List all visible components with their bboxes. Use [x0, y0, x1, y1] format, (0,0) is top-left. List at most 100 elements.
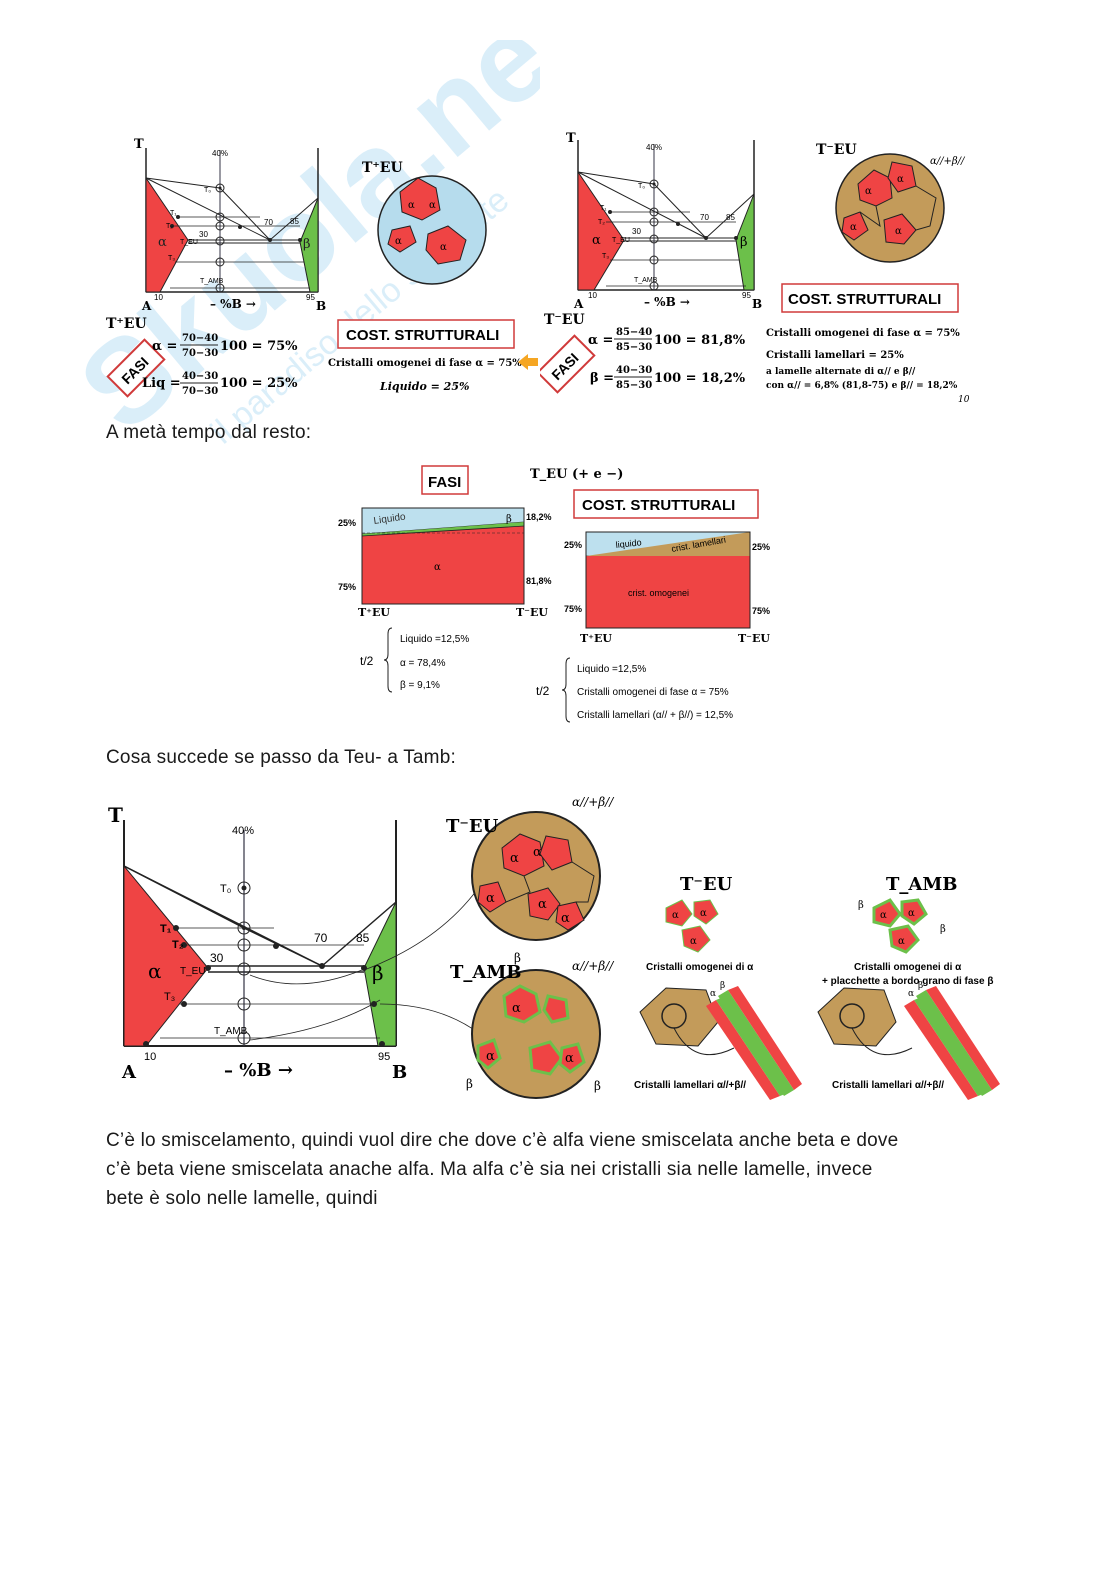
beta-label: β — [303, 237, 311, 252]
Tminus-label: T⁻EU — [738, 632, 770, 645]
beta-marker: β — [940, 924, 946, 935]
paragraph-line: C’è lo smiscelamento, quindi vuol dire c… — [106, 1130, 899, 1151]
p85-label: 85 — [356, 931, 370, 945]
A-label: A — [141, 299, 152, 313]
fasi-stamp: FASI — [540, 334, 596, 394]
microstructure-circle-Tminus: α α α α T⁻EU α//+β// — [816, 142, 966, 263]
panel1-caption: Cristalli omogenei di α — [646, 962, 754, 973]
T3-label: T₃ — [602, 253, 609, 260]
A-label: A — [121, 1062, 137, 1083]
fasi-title: FASI — [428, 474, 461, 491]
T1-label: T₁ — [600, 205, 607, 212]
T3-label: T₃ — [164, 991, 175, 1003]
panel-tamb-crystals: T_AMB α α α β β Cristalli omogenei di α … — [817, 874, 1000, 1100]
left-brace-values: t/2 Liquido =12,5% α = 78,4% β = 9,1% — [360, 627, 469, 693]
T3-label: T₃ — [168, 255, 175, 262]
svg-text:α =: α = — [152, 339, 177, 354]
svg-text:40−30: 40−30 — [616, 365, 652, 376]
cost-strutturali-title: COST. STRUTTURALI — [582, 497, 735, 514]
cost-right-4: con α// = 6,8% (81,8-75) e β// = 18,2% — [766, 380, 958, 391]
lamella-beta: β — [720, 981, 725, 991]
beta-marker: β — [514, 951, 521, 965]
beta-region — [735, 193, 755, 291]
alpha-label: α — [158, 235, 167, 250]
svg-text:70−30: 70−30 — [182, 348, 218, 359]
alpha-region — [577, 170, 625, 291]
equation-liquid: Liq = 40−30 70−30 100 = 25% — [142, 371, 298, 397]
grain-alpha: α — [897, 174, 904, 185]
B-label: B — [392, 1062, 407, 1083]
grain-alpha: α — [672, 910, 679, 921]
paragraph-teu-tamb: Cosa succede se passo da Teu- a Tamb: — [106, 747, 456, 768]
p95-label: 95 — [378, 1051, 390, 1063]
grain-alpha: α — [510, 851, 519, 866]
panel2-caption-2: + placchette a bordo grano di fase β — [822, 976, 993, 987]
T2-label: T₂ — [598, 219, 605, 226]
TAMB-label: T_AMB — [200, 278, 224, 285]
alpha-label: α — [434, 562, 441, 573]
p70-label: 70 — [700, 213, 709, 222]
equation-alpha: α = 70−40 70−30 100 = 75% — [152, 333, 298, 359]
equation-alpha: α = 85−40 85−30 100 = 81,8% — [588, 327, 746, 353]
microstructure-circle-Tplus: α α α α T⁺EU — [362, 160, 487, 285]
TAMB-label: T_AMB — [634, 277, 658, 284]
fasi-stamp: FASI — [106, 338, 166, 398]
beta-label: β — [506, 514, 512, 525]
beta-region — [299, 197, 319, 293]
svg-text:85−40: 85−40 — [616, 327, 652, 338]
grain-alpha: α — [690, 936, 697, 947]
right-omogenei: Cristalli omogenei di fase α = 75% — [577, 687, 729, 698]
alpha-region — [145, 176, 189, 293]
panel1-lamellar-caption: Cristalli lamellari α//+β// — [634, 1080, 746, 1091]
T2-label: T₂ — [166, 223, 173, 230]
pct-40-label: 40% — [232, 825, 254, 837]
microstructure-circle-Tminus-large: α α α α α T⁻EU α//+β// — [446, 795, 615, 941]
cost-line-2: Liquido = 25% — [379, 380, 469, 393]
omogenei-label: crist. omogenei — [628, 588, 689, 598]
svg-text:70−30: 70−30 — [182, 386, 218, 397]
axis-T-label: T — [108, 803, 123, 827]
Tplus-label: T⁺EU — [358, 606, 390, 619]
svg-text:85−30: 85−30 — [616, 342, 652, 353]
equation-beta: β = 40−30 85−30 100 = 18,2% — [590, 365, 746, 391]
panel2-caption-1: Cristalli omogenei di α — [854, 962, 962, 973]
panel2-lamellar-caption: Cristalli lamellari α//+β// — [832, 1080, 944, 1091]
cost-right-1: Cristalli omogenei di fase α = 75% — [766, 328, 960, 339]
left-beta: β = 9,1% — [400, 680, 440, 691]
p70-label: 70 — [314, 931, 328, 945]
beta-label: β — [372, 961, 384, 985]
grain-alpha: α — [895, 226, 902, 237]
t2-label: t/2 — [536, 684, 550, 698]
left-alpha: α = 78,4% — [400, 658, 446, 669]
beta-marker: β — [858, 900, 864, 911]
arrow-left-icon — [518, 354, 538, 370]
lamella-beta: β — [918, 981, 923, 991]
p25-left-label: 25% — [564, 540, 582, 550]
Tminus-EU-label: T⁻EU — [544, 312, 585, 328]
p10-label: 10 — [588, 291, 597, 300]
alpha-label: α — [148, 959, 162, 983]
p70-label: 70 — [264, 218, 273, 227]
T0-label: T₀ — [638, 183, 645, 190]
fasi-box — [421, 465, 469, 495]
TEU-label: T_EU — [180, 966, 206, 977]
Tplus-label: T⁺EU — [580, 632, 612, 645]
grain-alpha: α — [533, 845, 542, 860]
beta-label: β — [740, 235, 748, 250]
p85-label: 85 — [290, 217, 299, 226]
figure1-right-panel: T 40% T₀ T₁ T₂ T_EU T₃ T_AMB 70 85 30 10… — [540, 131, 970, 405]
alpha-region — [123, 864, 209, 1047]
circle-bottom-lamellar: α//+β// — [572, 959, 615, 973]
paragraph-line: bete è solo nelle lamelle, quindi — [106, 1188, 378, 1209]
T0-label: T₀ — [220, 883, 231, 895]
p10-label: 10 — [144, 1051, 156, 1063]
grain-alpha: α — [538, 897, 547, 912]
paragraph-meta-tempo: A metà tempo dal resto: — [106, 422, 312, 443]
grain-alpha: α — [850, 222, 857, 233]
p818-label: 81,8% — [526, 576, 552, 586]
grain-alpha: α — [865, 186, 872, 197]
structural-block: liquido crist. lamellari crist. omogenei… — [564, 531, 770, 645]
grain-alpha: α — [440, 242, 447, 253]
svg-text:100 = 81,8%: 100 = 81,8% — [654, 333, 746, 348]
svg-text:100 = 75%: 100 = 75% — [220, 339, 298, 354]
